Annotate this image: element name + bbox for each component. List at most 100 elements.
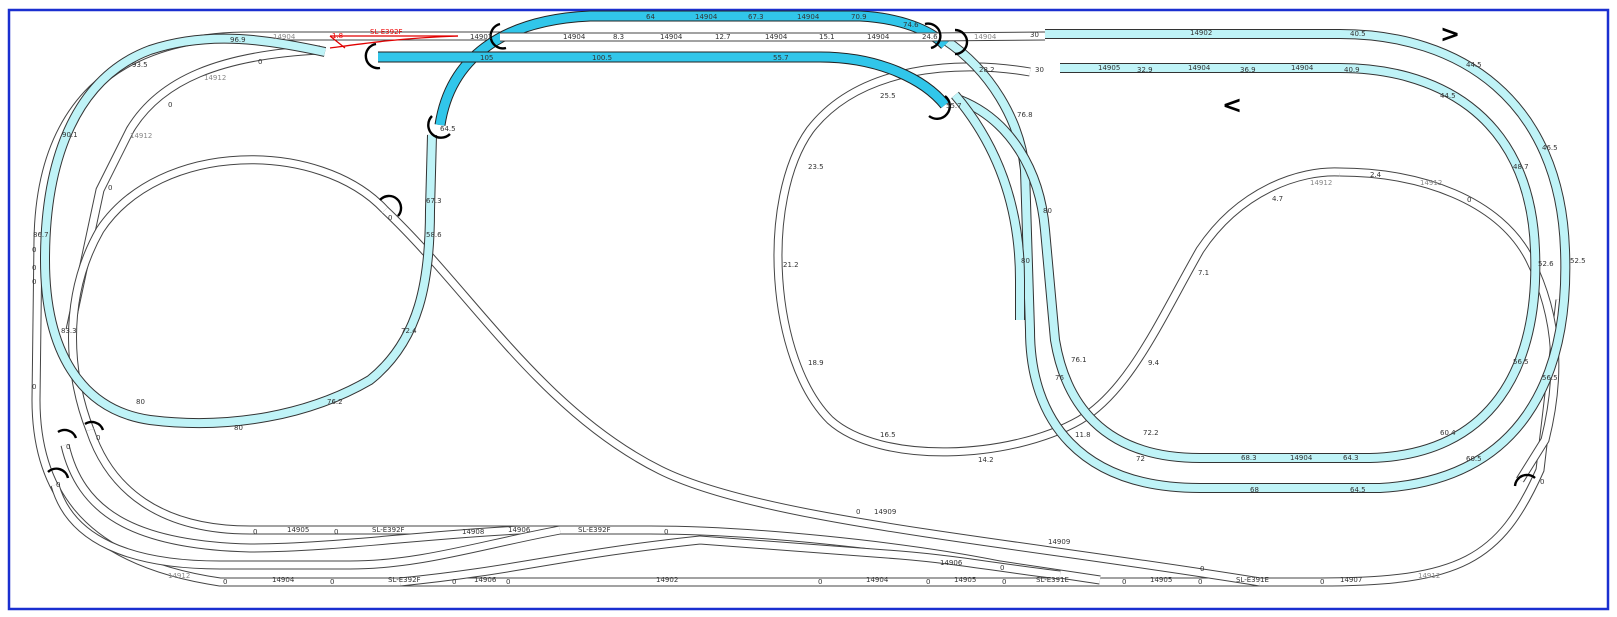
track-label: 0 [1122,578,1126,586]
track-label: 14905 [287,526,309,534]
track-label: 14909 [874,508,896,516]
track-label: 14909 [1048,538,1070,546]
track-label: 23.5 [808,163,824,171]
end-mark-10 [47,467,70,479]
track-label: 2.4 [1370,171,1382,179]
track-label: 9.4 [1148,359,1160,367]
track-label: 0 [32,278,36,286]
turnout-label: SL-E392F [370,28,403,36]
track-label: 14912 [1420,179,1442,187]
layout-frame [7,8,1610,611]
cyan-tracks [39,29,1571,493]
track-label: 14904 [765,33,788,41]
track-label: 24.6 [922,33,938,41]
direction-marker-right: > [1440,20,1460,48]
turnout-label: 1.8 [332,32,343,40]
track-label: 0 [388,214,392,222]
track-label: 14904 [563,33,586,41]
track-label: 14902 [656,576,678,584]
track-label: 58.6 [426,231,442,239]
track-label: 72 [1136,455,1145,463]
track-label: SL-E391E [1036,576,1069,584]
track-label: 80 [1043,207,1052,215]
red-turnout-branch [329,35,459,49]
track-label: 0 [96,434,100,442]
track-label: 44.5 [1440,92,1456,100]
track-label: 0 [32,383,36,391]
track-label: 25.5 [880,92,896,100]
track-label: 0 [32,264,36,272]
track-label: SL-E392F [578,526,611,534]
track-label: 4.7 [1272,195,1283,203]
track-label: 16.5 [880,431,896,439]
track-label: 0 [66,443,70,451]
track-label: 14904 [866,576,889,584]
track-labels: 14904 96.9 93.5 90.1 86.7 83.3 80 80 76.… [32,13,1586,586]
track-label: 68.3 [1241,454,1257,462]
track-label: 7.1 [1198,269,1209,277]
track-label: 0 [168,101,172,109]
end-mark-9 [84,420,105,431]
track-label: 14904 [695,13,718,21]
track-label: 14.2 [978,456,994,464]
track-label: 64.5 [440,125,456,133]
track-label: 0 [664,528,668,536]
track-label: 67.3 [426,197,442,205]
track-label: 0 [223,578,227,586]
track-label: 46.5 [1542,144,1558,152]
track-label: 14904 [273,33,296,41]
top-through-track [500,31,1046,42]
track-label: 0 [253,528,257,536]
track-label: 80 [136,398,145,406]
track-label: 80 [234,424,243,432]
track-label: 0 [856,508,860,516]
end-mark-1 [489,22,507,50]
track-label: SL-E391E [1236,576,1269,584]
track-label: 0 [452,578,456,586]
track-label: 48.7 [1513,163,1529,171]
track-label: 28.2 [979,66,995,74]
track-label: 86.7 [33,231,49,239]
track-label: 15.1 [819,33,835,41]
track-label: 14908 [462,528,484,536]
track-label: 0 [56,481,60,489]
track-label: 0 [506,578,510,586]
track-label: 14906 [508,526,531,534]
track-label: 83.3 [61,327,77,335]
track-label: 14905 [1150,576,1172,584]
track-label: 64.5 [1350,486,1366,494]
track-label: 0 [926,578,930,586]
grey-figure8-left [773,62,1341,457]
track-label: 12.7 [715,33,731,41]
track-label: 96.9 [230,36,246,44]
track-label: SL-E392F [388,576,421,584]
track-label: 60.4 [1440,429,1456,437]
track-label: 72.4 [401,327,417,335]
track-label: 93.5 [132,61,148,69]
track-label: 0 [108,184,112,192]
track-label: 76 [1055,374,1064,382]
track-label: 14912 [1418,572,1440,580]
track-label: 55.7 [946,102,962,110]
track-label: 14904 [867,33,890,41]
track-label: 0 [1000,564,1004,572]
track-label: 68 [1250,486,1259,494]
end-mark-4 [924,22,942,50]
track-label: 21.2 [783,261,799,269]
track-label: 14904 [1290,454,1313,462]
track-label: 0 [818,578,822,586]
track-label: 14902 [1190,29,1212,37]
track-label: 0 [330,578,334,586]
track-label: 52.5 [1570,257,1586,265]
track-label: 0 [258,58,262,66]
track-label: 0 [1467,196,1471,204]
track-label: 14904 [1291,64,1314,72]
track-label: 55.7 [773,54,789,62]
grey-outer-left-loop [31,31,1565,587]
track-label: 56.5 [1513,358,1529,366]
track-label: 18.9 [808,359,824,367]
end-mark-3 [427,115,451,139]
end-mark-7 [379,194,403,217]
grey-left-circle [68,155,389,432]
